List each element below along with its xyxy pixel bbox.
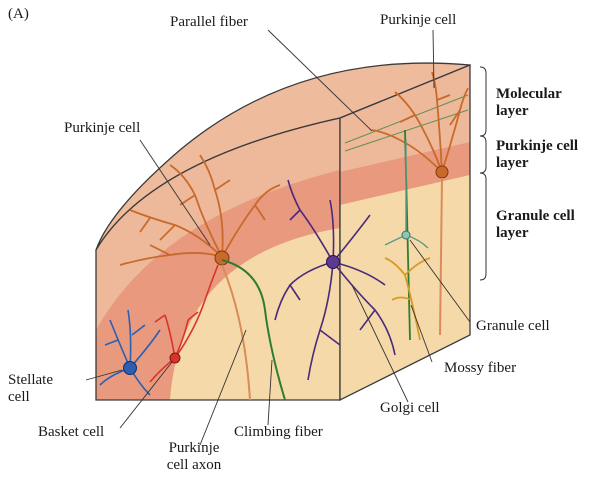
label-granule-cell: Granule cell [476,318,550,335]
label-basket-cell: Basket cell [38,424,104,441]
label-golgi-cell: Golgi cell [380,400,440,417]
label-parallel-fiber: Parallel fiber [170,14,248,31]
purkinje-cell-body-left [215,251,229,265]
golgi-cell-body [327,256,340,269]
stellate-cell-body [124,362,137,375]
label-purkinje-cell-axon: Purkinje cell axon [144,440,244,474]
label-climbing-fiber: Climbing fiber [234,424,323,441]
label-stellate-cell: Stellate cell [8,372,53,406]
layer-brackets [480,67,486,280]
label-mossy-fiber: Mossy fiber [444,360,516,377]
label-purkinje-cell-top: Purkinje cell [380,12,456,29]
label-molecular-layer: Molecular layer [496,86,562,120]
label-purkinje-cell-left: Purkinje cell [64,120,140,137]
purkinje-cell-body-top [436,166,448,178]
label-purkinje-cell-layer: Purkinje cell layer [496,138,578,172]
panel-label: (A) [8,6,29,23]
label-granule-cell-layer: Granule cell layer [496,208,575,242]
granule-cell-body [402,231,410,239]
basket-cell-body [170,353,180,363]
